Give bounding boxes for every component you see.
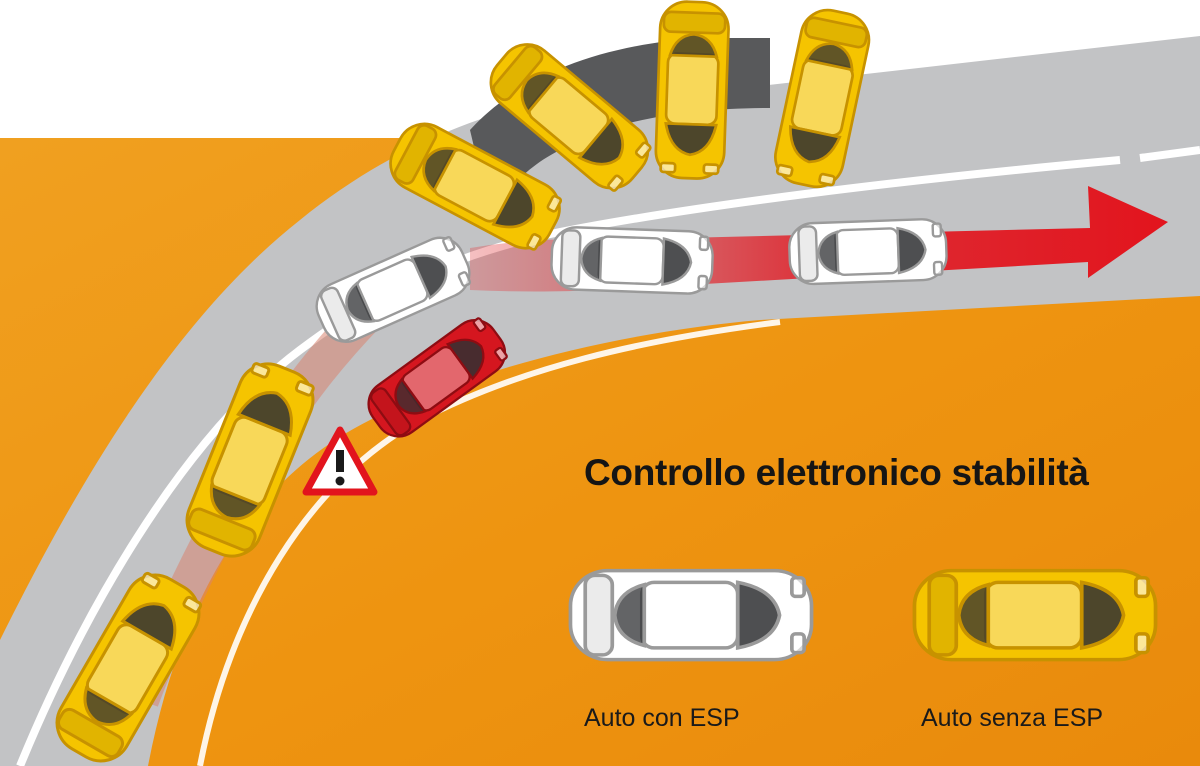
road [0,36,1200,766]
legend-car-with-esp [568,568,814,662]
car-esp-2 [549,225,715,296]
legend-car-without-esp [912,568,1158,662]
car-no-esp-5 [653,0,731,181]
diagram-title: Controllo elettronico stabilità [584,452,1089,493]
road-edge-dash [1139,146,1200,162]
legend-label-with-esp: Auto con ESP [584,704,740,732]
legend-label-without-esp: Auto senza ESP [921,704,1104,732]
car-esp-3 [787,217,949,286]
warning-triangle-icon [302,426,378,496]
